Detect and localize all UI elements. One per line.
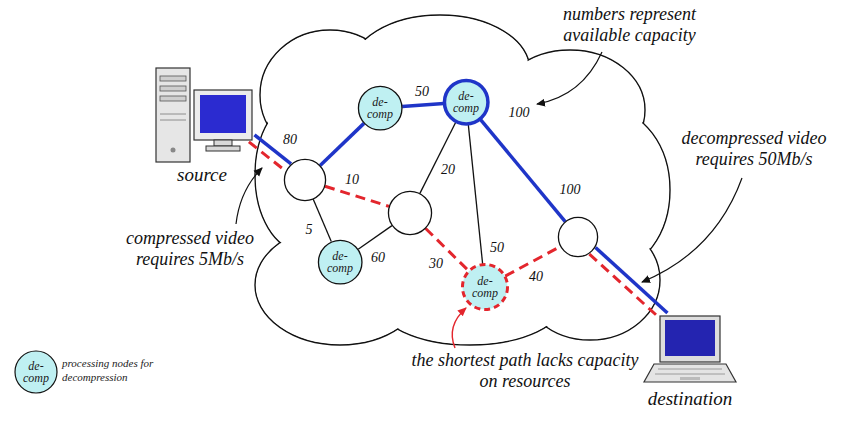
node-label: de- comp: [325, 250, 355, 274]
capacity-number: 10: [344, 173, 360, 187]
capacity-number: 50: [489, 241, 505, 255]
computer-icon-part: [160, 86, 186, 91]
computer-icon-part: [200, 95, 246, 133]
node-outline: [558, 217, 597, 256]
link-line: [313, 199, 331, 241]
computer-icon: [150, 64, 254, 164]
link-line: [420, 122, 456, 194]
node-caption: destination: [628, 389, 752, 410]
legend-symbol-label: de- comp: [21, 360, 51, 384]
processing-node: de- comp: [358, 86, 402, 130]
computer-icon-part: [655, 374, 725, 375]
shortest-path-line: [426, 228, 469, 270]
path-line: [320, 123, 364, 165]
router-node: [558, 217, 598, 257]
node-outline: [284, 159, 325, 200]
computer-icon-part: [171, 148, 176, 153]
capacity-number: 60: [370, 251, 386, 265]
capacity-number: 30: [428, 257, 444, 271]
legend-text: processing nodes for decompression: [62, 357, 170, 385]
node-outline: [358, 86, 402, 130]
shortest-path-line: [249, 142, 286, 171]
computer-icon-part: [665, 320, 715, 356]
computer-icon-part: [206, 146, 240, 151]
computer-icon-part: [194, 90, 252, 140]
node-outline: [444, 80, 488, 124]
node-label: de- comp: [365, 96, 395, 120]
network-cloud-part: [256, 16, 669, 344]
leader-lines-part: [537, 52, 602, 104]
leader-lines-part: [452, 308, 466, 348]
network-cloud-part: [255, 15, 670, 345]
node-caption: source: [150, 165, 254, 186]
capacity-number: 50: [414, 85, 430, 99]
legend-symbol-text: de- comp: [14, 350, 58, 394]
callout-note: decompressed video requires 50Mb/s: [668, 128, 840, 169]
node-outline: [462, 264, 507, 309]
path-line: [480, 119, 565, 222]
router-node: [284, 159, 326, 201]
shortest-path-line: [589, 254, 661, 320]
router-node: [388, 191, 432, 235]
capacity-number: 80: [282, 133, 298, 147]
computer-icon-part: [160, 120, 186, 121]
computer-icon-part: [658, 369, 722, 370]
computer-node: source: [150, 64, 254, 186]
node-circle: [558, 217, 598, 257]
link-line: [468, 124, 482, 264]
computer-icon-part: [680, 377, 700, 380]
node-outline: [388, 191, 431, 234]
callout-note: the shortest path lacks capacity on reso…: [410, 350, 640, 391]
link-line: [358, 226, 392, 250]
capacity-number: 100: [559, 183, 582, 197]
processing-node: de- comp: [462, 264, 508, 310]
computer-icon-part: [660, 316, 720, 362]
leader-lines-part: [236, 168, 262, 224]
node-outline: [318, 240, 362, 284]
computer-icon-part: [214, 140, 232, 146]
capacity-number: 100: [506, 105, 532, 121]
node-label: de- comp: [451, 90, 481, 114]
computer-icon-part: [644, 364, 736, 382]
shortest-path-line: [325, 186, 389, 206]
computer-icon: [628, 312, 752, 388]
computer-node: destination: [628, 312, 752, 410]
processing-node: de- comp: [444, 80, 488, 124]
node-circle: [388, 191, 432, 235]
leader-lines-part: [642, 178, 742, 282]
path-line: [402, 104, 444, 107]
node-label: de- comp: [470, 275, 500, 299]
processing-node: de- comp: [318, 240, 362, 284]
network-cloud-part: [300, 80, 600, 300]
computer-icon-part: [156, 68, 190, 162]
path-line: [595, 248, 667, 314]
capacity-number: 5: [305, 223, 314, 237]
capacity-number: 20: [440, 163, 456, 177]
computer-icon-part: [160, 96, 186, 101]
node-circle: [284, 159, 326, 201]
capacity-number: 40: [528, 270, 544, 284]
legend-circle: [15, 351, 57, 393]
computer-icon-part: [160, 76, 186, 81]
callout-note: compressed video requires 5Mb/s: [110, 228, 270, 269]
callout-note: numbers represent available capacity: [542, 4, 717, 45]
computer-icon-part: [160, 114, 186, 115]
